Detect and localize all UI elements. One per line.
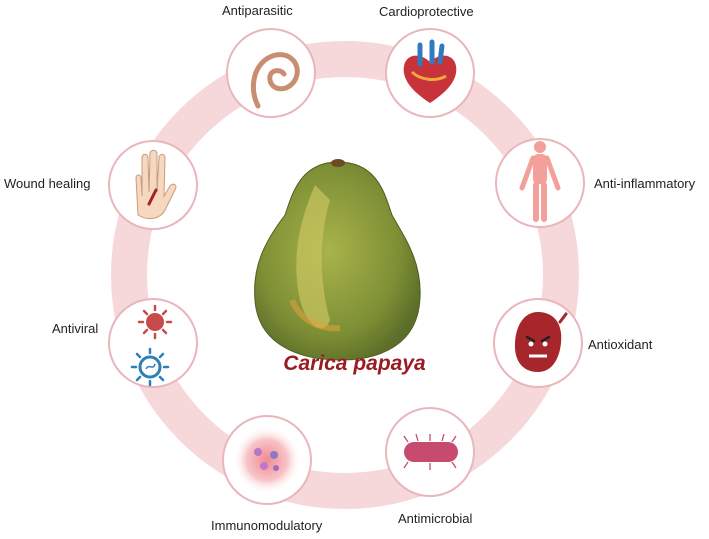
node-antioxidant <box>493 298 583 388</box>
label-cardioprotective: Cardioprotective <box>379 4 474 19</box>
wounded-hand-icon <box>135 149 177 220</box>
immune-cells-icon <box>233 426 301 494</box>
virus-icon <box>130 304 173 387</box>
diagram-title: Carica papaya <box>283 352 426 375</box>
label-wound-healing: Wound healing <box>4 176 91 191</box>
free-radical-icon <box>514 312 568 372</box>
papaya-fruit-icon <box>254 159 421 361</box>
node-antiviral <box>108 298 198 388</box>
node-cardioprotective <box>385 28 475 118</box>
node-antimicrobial <box>385 407 475 497</box>
label-anti-inflammatory: Anti-inflammatory <box>594 176 696 191</box>
label-immunomodulatory: Immunomodulatory <box>211 518 323 533</box>
bacterium-icon <box>403 433 458 470</box>
human-body-icon <box>519 141 561 222</box>
worm-icon <box>250 52 300 109</box>
ring <box>111 41 579 509</box>
heart-icon <box>403 39 457 103</box>
node-anti-inflammatory <box>495 138 585 228</box>
node-antiparasitic <box>226 28 316 118</box>
node-wound-healing <box>108 140 198 230</box>
label-antimicrobial: Antimicrobial <box>398 511 473 526</box>
label-antiparasitic: Antiparasitic <box>222 3 293 18</box>
label-antioxidant: Antioxidant <box>588 337 653 352</box>
node-immunomodulatory <box>222 415 312 505</box>
label-antiviral: Antiviral <box>52 321 99 336</box>
